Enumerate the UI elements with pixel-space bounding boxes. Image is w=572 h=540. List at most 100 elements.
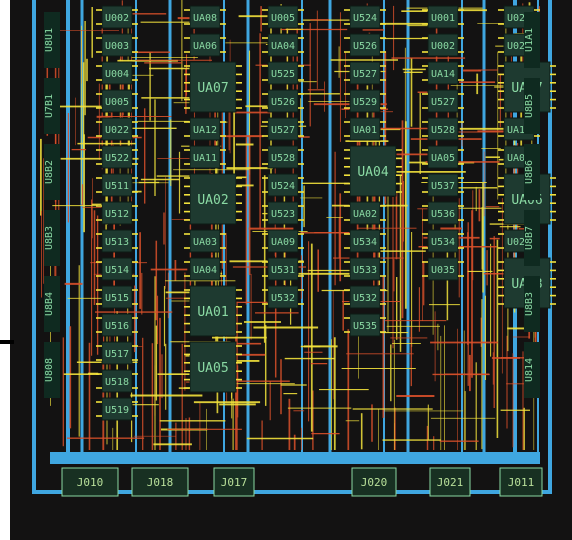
chip-body bbox=[427, 33, 459, 57]
chip: UA04 bbox=[262, 33, 304, 57]
chip-body bbox=[189, 5, 221, 29]
connector-j021: J021 bbox=[429, 467, 471, 497]
chip-body bbox=[189, 257, 221, 281]
chip-body bbox=[101, 341, 133, 365]
chip-body bbox=[349, 33, 381, 57]
chip-label: UA07 bbox=[197, 81, 228, 96]
chip-label: UA06 bbox=[193, 41, 217, 52]
chip-label: UA05 bbox=[507, 153, 531, 164]
chip: U513 bbox=[96, 229, 138, 253]
connector-label: J017 bbox=[221, 476, 248, 489]
side-label-box bbox=[524, 144, 540, 200]
side-label-box bbox=[44, 276, 60, 332]
chip: UA12 bbox=[184, 117, 226, 141]
chip-label: U531 bbox=[271, 265, 295, 276]
chip-body bbox=[101, 33, 133, 57]
chip-body bbox=[189, 285, 237, 337]
chip: UA08 bbox=[184, 5, 226, 29]
chip-body bbox=[267, 173, 299, 197]
chip-body bbox=[189, 173, 237, 225]
photo-edge bbox=[0, 340, 14, 344]
chip: UA02 bbox=[344, 201, 386, 225]
chip: UA11 bbox=[184, 145, 226, 169]
chip: UA14 bbox=[422, 61, 464, 85]
chip: U525 bbox=[262, 61, 304, 85]
side-label-box bbox=[524, 78, 540, 134]
connector-j010: J010 bbox=[61, 467, 119, 497]
chip: U527 bbox=[422, 89, 464, 113]
chip: UA01 bbox=[184, 285, 242, 337]
chip-body bbox=[427, 229, 459, 253]
side-label-right: U8B3 bbox=[524, 292, 535, 316]
chip-label: U536 bbox=[431, 209, 455, 220]
chip-label: UA11 bbox=[193, 153, 217, 164]
chip-label: U527 bbox=[353, 69, 377, 80]
chip-body bbox=[267, 229, 299, 253]
side-label-box bbox=[44, 210, 60, 266]
side-label-right: U1A1 bbox=[524, 28, 535, 52]
side-label-right: U814 bbox=[524, 358, 535, 382]
chip-body bbox=[427, 89, 459, 113]
chip-label: U004 bbox=[105, 69, 129, 80]
chip: U519 bbox=[96, 397, 138, 421]
chip-body bbox=[349, 145, 397, 197]
power-rail-outer bbox=[32, 0, 552, 494]
chip: U532 bbox=[262, 285, 304, 309]
chip-label: UA01 bbox=[353, 125, 377, 136]
chip-label: U529 bbox=[353, 97, 377, 108]
chip-body bbox=[189, 229, 221, 253]
connector-body bbox=[213, 467, 255, 497]
chip-body bbox=[349, 201, 381, 225]
chip-body bbox=[349, 117, 381, 141]
bus-bar bbox=[50, 452, 540, 464]
chip-label: U001 bbox=[431, 13, 455, 24]
chip-body bbox=[267, 5, 299, 29]
chip-label: UA14 bbox=[431, 69, 455, 80]
chip-label: U514 bbox=[105, 265, 129, 276]
chip: UA06 bbox=[184, 33, 226, 57]
connector-j018: J018 bbox=[131, 467, 189, 497]
chip: U511 bbox=[96, 173, 138, 197]
chip-label: U535 bbox=[353, 321, 377, 332]
chip-body bbox=[267, 89, 299, 113]
chip-label: U524 bbox=[271, 181, 295, 192]
chip: U533 bbox=[344, 257, 386, 281]
chip-body bbox=[427, 145, 459, 169]
chip: U517 bbox=[96, 341, 138, 365]
chip-body bbox=[427, 173, 459, 197]
chip-body bbox=[101, 369, 133, 393]
chip: U523 bbox=[262, 201, 304, 225]
side-label-box bbox=[44, 144, 60, 200]
chip-body bbox=[267, 145, 299, 169]
chip-label: U002 bbox=[105, 13, 129, 24]
chip: U002 bbox=[96, 5, 138, 29]
chip: U512 bbox=[96, 201, 138, 225]
chip: UA05 bbox=[184, 341, 242, 393]
side-label-left: U8B4 bbox=[44, 292, 55, 316]
chip: U536 bbox=[422, 201, 464, 225]
chip-label: U532 bbox=[353, 293, 377, 304]
chip-label: U524 bbox=[353, 13, 377, 24]
chip-body bbox=[427, 61, 459, 85]
chip-body bbox=[101, 173, 133, 197]
chip-body bbox=[349, 257, 381, 281]
chip-label: U534 bbox=[353, 237, 377, 248]
side-label-left: U8U1 bbox=[44, 28, 55, 52]
chip-label: U035 bbox=[431, 265, 455, 276]
chip: U515 bbox=[96, 285, 138, 309]
chip-label: U022 bbox=[105, 125, 129, 136]
chip: UA01 bbox=[344, 117, 386, 141]
chip-label: U511 bbox=[105, 181, 129, 192]
chip-body bbox=[349, 61, 381, 85]
chip-body bbox=[189, 341, 237, 393]
pcb-layout: U002U003U004U005U022U522U511U512U513U514… bbox=[32, 0, 556, 497]
chip: U516 bbox=[96, 313, 138, 337]
chip-body bbox=[101, 89, 133, 113]
chip-body bbox=[427, 201, 459, 225]
chip-label: U515 bbox=[105, 293, 129, 304]
chip-body bbox=[349, 285, 381, 309]
side-label-box bbox=[524, 210, 540, 266]
chip: U526 bbox=[262, 89, 304, 113]
chip: U527 bbox=[262, 117, 304, 141]
